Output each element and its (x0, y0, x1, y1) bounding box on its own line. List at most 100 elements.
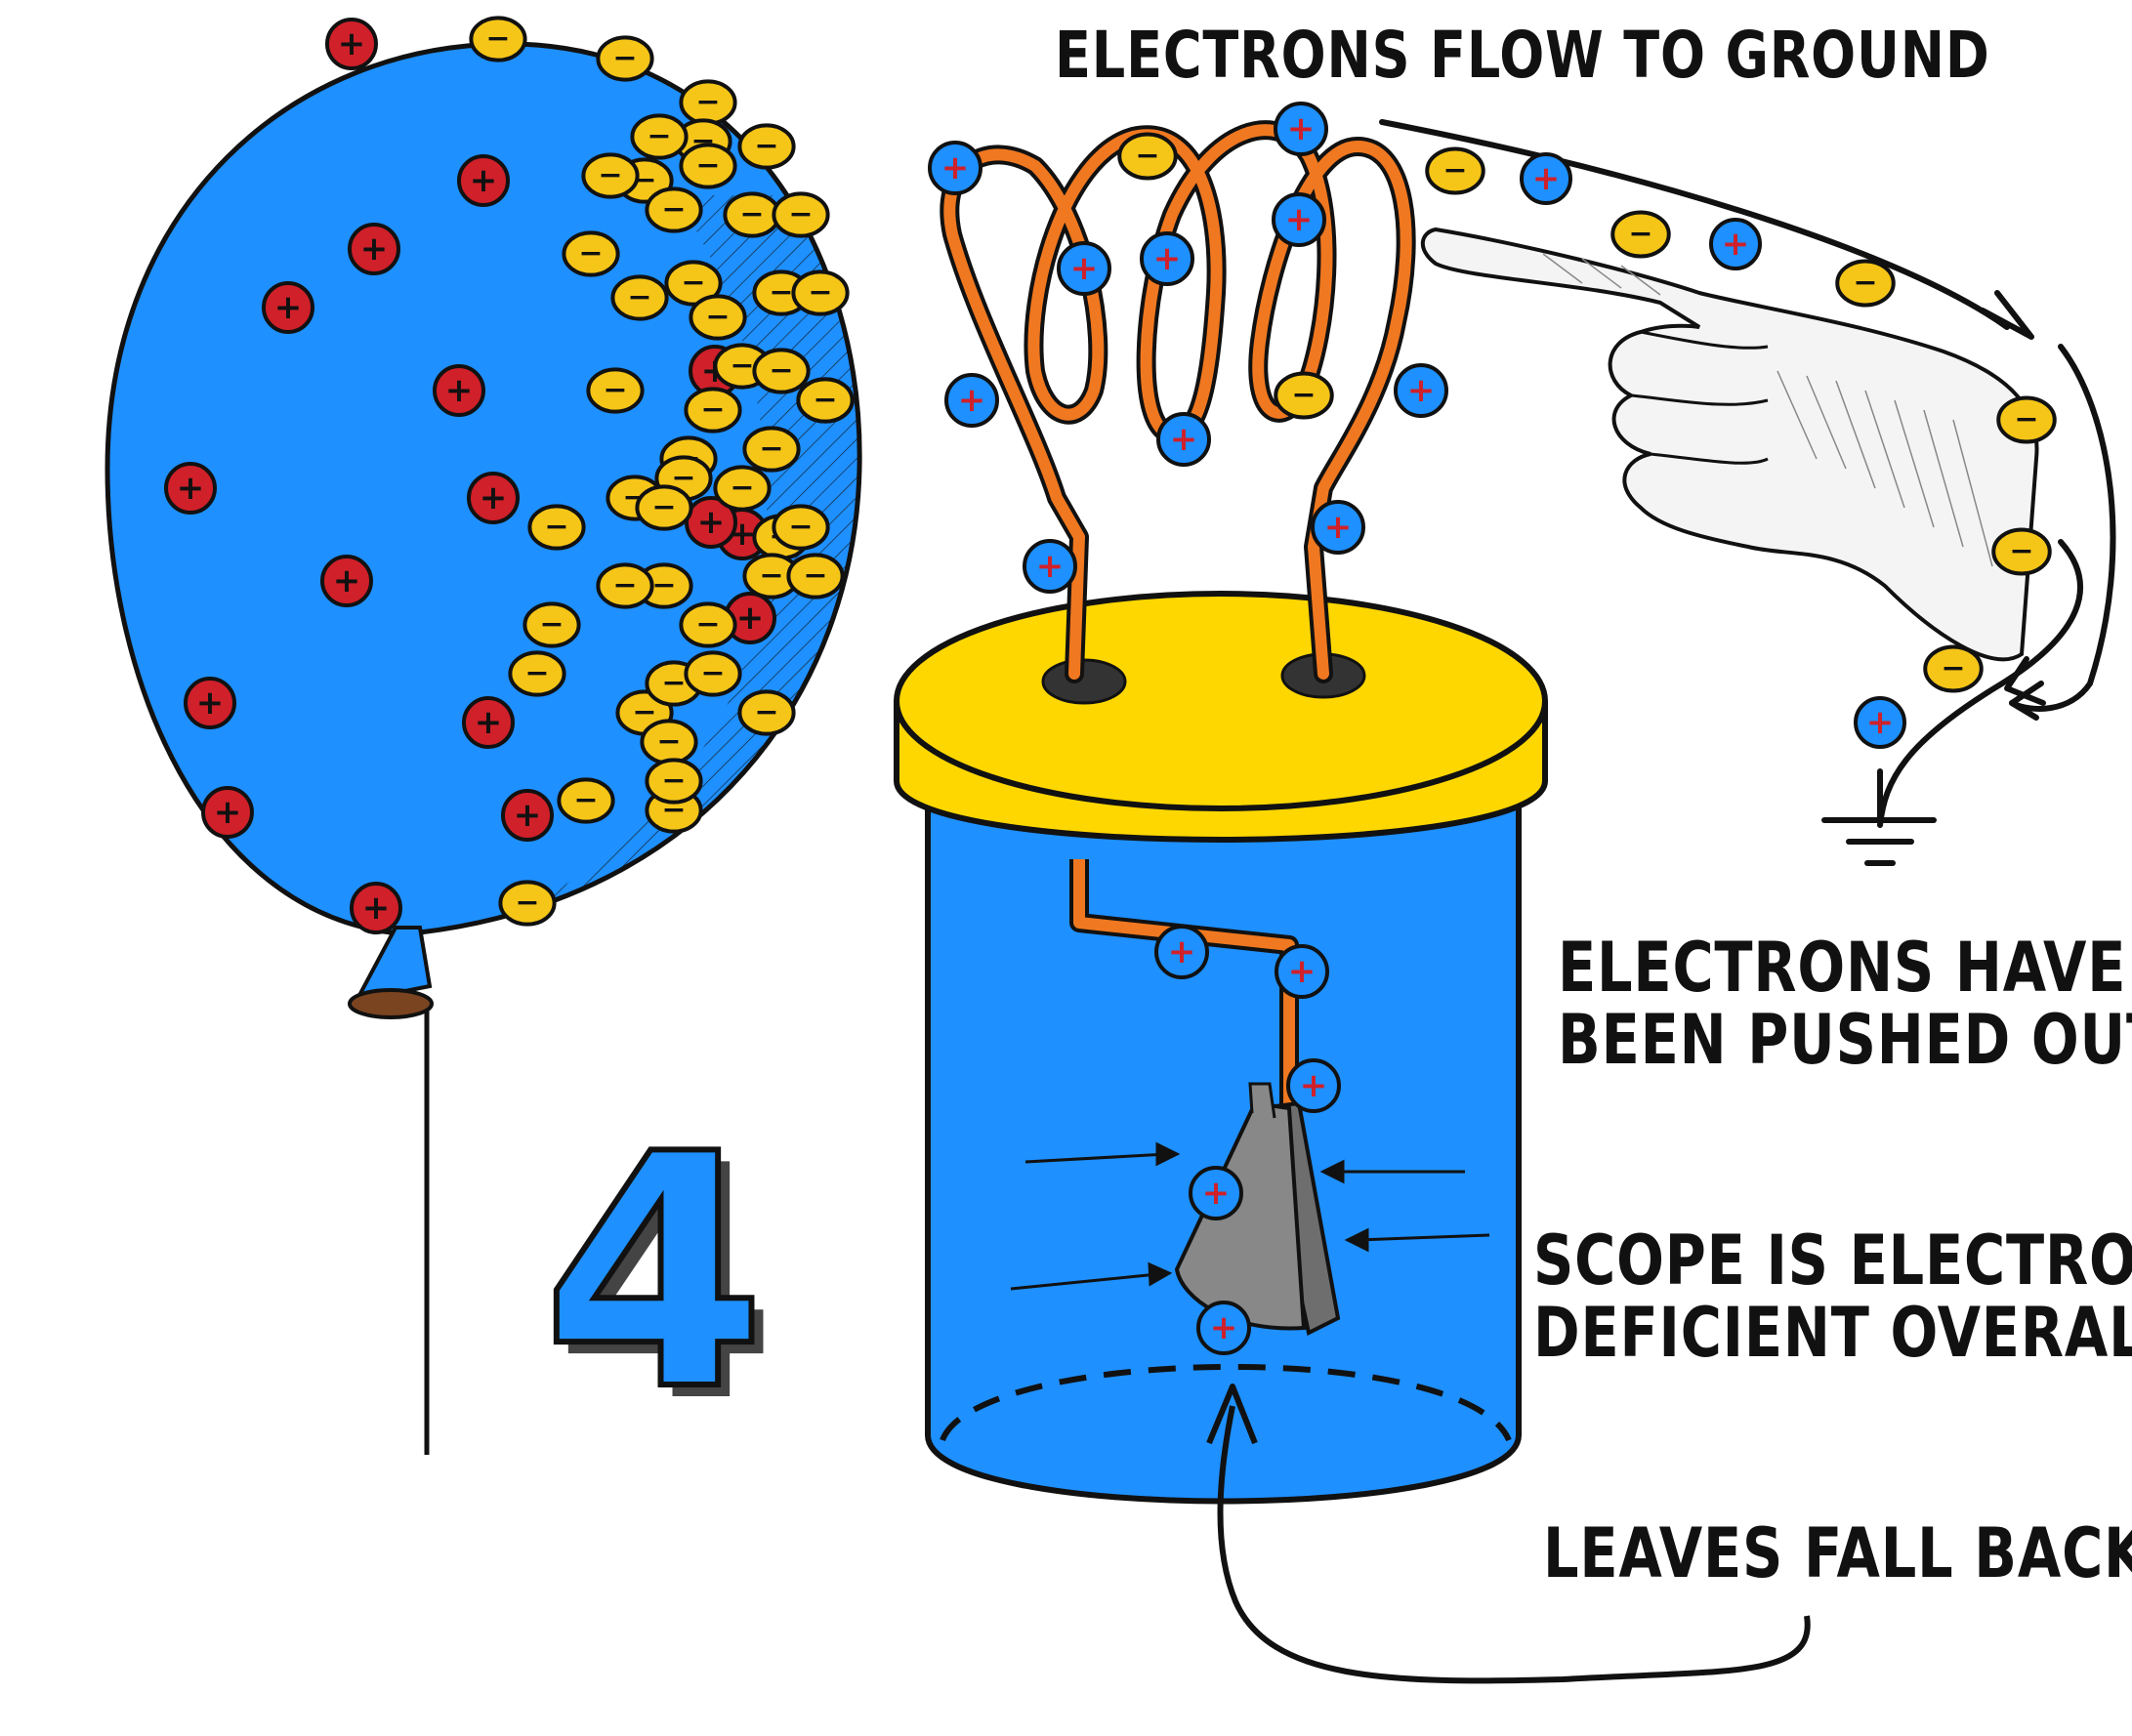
title-electrons-flow: ELECTRONS FLOW TO GROUND (1055, 18, 1990, 93)
balloon-knot-rim (348, 988, 434, 1019)
proton-on-conductor: + (1520, 152, 1572, 205)
negative-charge: − (654, 455, 713, 502)
negative-charge: − (742, 553, 801, 599)
negative-charge: − (1991, 527, 2052, 576)
positive-charge: + (262, 281, 314, 334)
proton-on-conductor: + (1154, 925, 1209, 979)
negative-charge: − (737, 689, 796, 736)
force-arrows (1010, 1141, 1490, 1291)
negative-charge: − (645, 758, 703, 805)
svg-text:−: − (578, 236, 603, 270)
positive-charge: + (433, 364, 485, 417)
svg-text:−: − (612, 568, 637, 602)
positive-charge: + (467, 472, 520, 524)
step-number: 4 4 (539, 1083, 778, 1472)
pointing-hand-icon (1420, 227, 2039, 662)
svg-text:4: 4 (554, 1097, 778, 1472)
svg-text:−: − (485, 21, 510, 56)
svg-text:−: − (539, 607, 564, 641)
positive-charge: + (457, 154, 510, 207)
positive-charge: + (350, 882, 402, 934)
negative-charge: − (737, 123, 796, 170)
ground-symbol-icon (1821, 768, 1937, 866)
svg-text:−: − (651, 568, 676, 602)
svg-text:−: − (769, 353, 793, 388)
svg-text:−: − (544, 510, 568, 544)
svg-text:+: + (470, 161, 498, 200)
svg-text:+: + (736, 599, 765, 638)
svg-text:+: + (1300, 1066, 1328, 1105)
negative-charge: − (557, 777, 615, 824)
svg-text:−: − (700, 393, 725, 427)
negative-charge: − (1835, 259, 1896, 308)
negative-charge: − (684, 650, 742, 697)
svg-text:−: − (681, 266, 705, 300)
electroscope-leaves-icon (1174, 1082, 1341, 1336)
proton-on-conductor: + (1275, 944, 1329, 999)
negative-charge: − (772, 191, 830, 238)
svg-text:−: − (700, 656, 725, 690)
balloon-charges: +++++++++++++++++−−−−−−−−−−−−−−−−−−−−−−−… (164, 16, 855, 934)
ground-charges: +++−−−−−− (1425, 146, 2057, 749)
svg-text:−: − (769, 275, 793, 310)
svg-text:−: − (2009, 534, 2033, 568)
negative-charge: − (742, 426, 801, 473)
positive-charge: + (462, 696, 515, 749)
jar-body (925, 798, 1522, 1505)
svg-text:+: + (1036, 547, 1065, 586)
svg-text:−: − (651, 490, 676, 524)
svg-text:−: − (759, 432, 783, 466)
svg-text:−: − (730, 471, 754, 505)
negative-charge: − (596, 562, 654, 609)
svg-text:+: + (475, 703, 503, 742)
svg-text:+: + (480, 478, 508, 517)
positive-charge: + (685, 496, 737, 549)
negative-charge: − (645, 186, 703, 233)
svg-text:+: + (1285, 200, 1314, 239)
svg-text:−: − (598, 158, 622, 192)
svg-text:−: − (1941, 651, 1965, 685)
proton-on-conductor: + (1023, 539, 1077, 594)
proton-on-conductor: + (928, 141, 982, 195)
caption-leaves-fall-back: LEAVES FALL BACK. (1543, 1513, 2132, 1593)
svg-text:−: − (573, 783, 598, 817)
svg-text:−: − (612, 41, 637, 75)
svg-text:−: − (730, 349, 754, 383)
proton-on-conductor: + (944, 373, 999, 428)
negative-charge: − (635, 484, 693, 531)
svg-text:+: + (1070, 249, 1099, 288)
jar-bottom-rim (940, 1363, 1512, 1442)
svg-text:−: − (808, 275, 832, 310)
svg-text:+: + (196, 683, 225, 723)
svg-text:−: − (647, 119, 671, 153)
ground-path (1379, 119, 2116, 828)
svg-text:+: + (177, 469, 205, 508)
negative-charge: − (684, 387, 742, 434)
svg-text:+: + (1532, 159, 1561, 198)
balloon-knot (353, 926, 433, 1004)
svg-text:−: − (627, 280, 651, 314)
svg-text:−: − (1442, 153, 1467, 187)
negative-charge: − (679, 79, 737, 126)
svg-text:+: + (333, 561, 361, 600)
svg-text:+: + (1168, 932, 1196, 971)
negative-charge: − (523, 601, 581, 648)
svg-text:−: − (695, 85, 720, 119)
caption-pushed-line-1: ELECTRONS HAVE (1558, 928, 2127, 1008)
proton-on-conductor: + (1156, 412, 1211, 467)
negative-charge: − (1610, 210, 1671, 259)
positive-charge: + (348, 223, 400, 275)
proton-on-conductor: + (1286, 1058, 1341, 1113)
negative-charge: − (1996, 395, 2057, 444)
svg-text:−: − (788, 510, 813, 544)
caption-electron-deficient: SCOPE IS ELECTRON DEFICIENT OVERALL (1533, 1224, 2132, 1369)
negative-charge: − (664, 260, 723, 307)
svg-text:4: 4 (542, 1086, 767, 1461)
svg-text:+: + (697, 503, 726, 542)
negative-charge: − (723, 191, 781, 238)
svg-text:+: + (941, 148, 970, 187)
negative-charge: − (786, 553, 845, 599)
svg-text:+: + (214, 793, 242, 832)
